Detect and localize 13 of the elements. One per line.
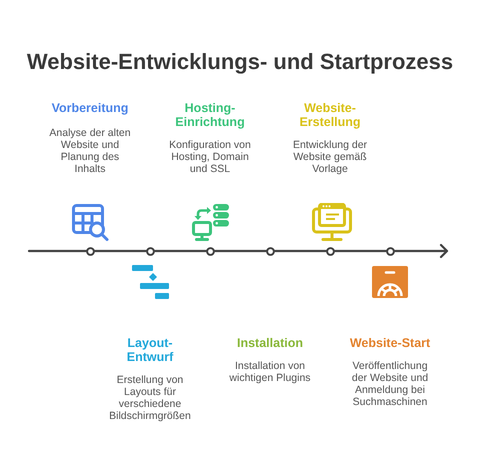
step-description: Entwicklung der Website gemäß Vorlage <box>292 139 368 175</box>
step-heading: Layout-Entwurf <box>126 336 174 364</box>
step-heading: Website-Start <box>348 336 432 350</box>
step-description: Installation von wichtigen Plugins <box>228 360 312 384</box>
step-description: Veröffentlichung der Website und Anmeldung bei Suchmaschinen <box>350 360 430 408</box>
step-heading: Vorbereitung <box>50 101 130 115</box>
step-heading: Installation <box>236 336 304 350</box>
step-heading: Website-Erstellung <box>298 101 362 129</box>
step-description: Analyse der alten Website und Planung des Inhalts <box>48 127 132 175</box>
step-description: Konfiguration von Hosting, Domain und SSL <box>168 139 252 175</box>
step-description: Erstellung von Layouts für verschiedene Bildschirmgrößen <box>108 374 192 422</box>
diagram-title: Website-Entwicklungs- und Startprozess <box>26 48 454 75</box>
step-heading: Hosting-Einrichtung <box>174 101 246 129</box>
